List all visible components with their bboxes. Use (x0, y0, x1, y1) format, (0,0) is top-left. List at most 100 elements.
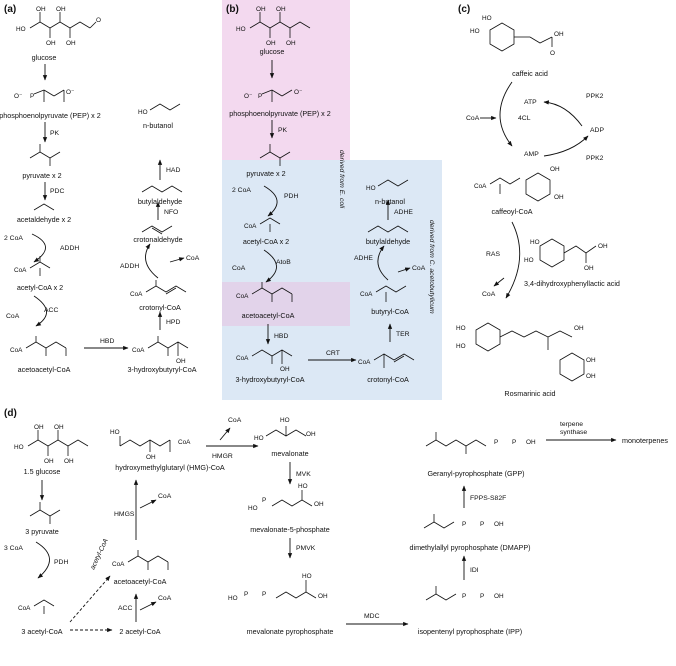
svg-text:P: P (258, 93, 262, 100)
b-butyryl-coa-label: butyryl-CoA (371, 307, 409, 316)
d-acetyl-coa2-label: 2 acetyl-CoA (119, 627, 160, 636)
crotonyl-coa-structure-a: CoA (130, 280, 187, 298)
dhpla-structure: HO HO OH OH (524, 238, 608, 272)
c-ppk2a-enzyme: PPK2 (586, 93, 604, 100)
n-butanol-structure-b: HO (366, 179, 409, 192)
b-crotonyl-coa-label: crotonyl-CoA (367, 375, 409, 384)
b-acetoacetyl-coa-label: acetoacetyl-CoA (242, 311, 295, 320)
svg-text:HO: HO (236, 26, 246, 33)
caffeic-acid-structure: HO HO OH O (470, 15, 564, 57)
d-dmapp-label: dimethylallyl pyrophosphate (DMAPP) (409, 543, 530, 552)
panel-label-a: (a) (4, 4, 16, 15)
c-caffeoyl-coa-label: caffeoyl-CoA (491, 207, 532, 216)
b-ter-enzyme: TER (396, 331, 410, 338)
svg-text:OH: OH (550, 166, 560, 173)
svg-text:P: P (494, 439, 498, 446)
b-clostridium-region-label: derived from C. acetobutylicum (428, 220, 435, 314)
dmapp-structure: P P OH (423, 514, 504, 529)
c-atp-cofactor: ATP (524, 99, 537, 106)
svg-text:CoA: CoA (178, 439, 191, 446)
d-terpene2-enzyme: synthase (560, 429, 587, 436)
a-acetyl-coa-label: acetyl-CoA x 2 (17, 283, 63, 292)
svg-text:OH: OH (306, 431, 316, 438)
svg-text:P: P (244, 591, 248, 598)
a-addh1-enzyme: ADDH (60, 245, 79, 252)
svg-text:HO: HO (248, 505, 258, 512)
pep-structure-b: O⁻ P O⁻ (244, 89, 302, 102)
a-hpd-enzyme: HPD (166, 319, 180, 326)
svg-text:HO: HO (456, 343, 466, 350)
a-had-enzyme: HAD (166, 167, 180, 174)
svg-text:CoA: CoA (360, 291, 373, 298)
pyruvate-structure-b (259, 144, 291, 166)
svg-text:OH: OH (256, 6, 266, 13)
acetyl-coa-structure-a: CoA (14, 256, 51, 276)
svg-text:HO: HO (298, 483, 308, 490)
butyryl-coa-structure-b: CoA (360, 285, 407, 302)
svg-text:HO: HO (524, 257, 534, 264)
glucose-structure-b: HO OH OH OH OH (236, 6, 311, 47)
svg-text:HO: HO (228, 595, 238, 602)
svg-text:OH: OH (586, 373, 596, 380)
overlap-region (222, 282, 350, 326)
b-coa-out: CoA (232, 265, 246, 272)
d-mvk-enzyme: MVK (296, 471, 311, 478)
svg-text:HO: HO (254, 435, 264, 442)
a-butylaldehyde-label: butylaldehyde (138, 197, 182, 206)
a-hydroxybutyryl-coa-label: 3-hydroxybutyryl-CoA (127, 365, 196, 374)
c-4cl-enzyme: 4CL (518, 115, 531, 122)
svg-text:P: P (462, 521, 466, 528)
c-ras-enzyme: RAS (486, 251, 500, 258)
pyruvate-structure-a (29, 144, 61, 166)
a-pdc-enzyme: PDC (50, 188, 64, 195)
svg-text:OH: OH (46, 40, 56, 47)
svg-text:OH: OH (586, 357, 596, 364)
svg-text:CoA: CoA (112, 561, 125, 568)
svg-text:CoA: CoA (358, 359, 371, 366)
d-mevalonate-label: mevalonate (271, 449, 308, 458)
butylaldehyde-structure-a (141, 185, 183, 193)
d-fpps-enzyme: FPPS-S82F (470, 495, 506, 502)
a-nfo-enzyme: NFO (164, 209, 178, 216)
glucose-structure-d: HO OH OH OH OH (14, 424, 89, 465)
d-monoterpenes-label: monoterpenes (622, 436, 668, 445)
svg-text:OH: OH (56, 6, 66, 13)
svg-text:CoA: CoA (236, 293, 249, 300)
svg-text:CoA: CoA (130, 291, 143, 298)
svg-text:OH: OH (526, 439, 536, 446)
b-pyruvate-label: pyruvate x 2 (246, 169, 285, 178)
a-pyruvate-label: pyruvate x 2 (22, 171, 61, 180)
d-hmgs-enzyme: HMGS (114, 511, 135, 518)
crotonyl-coa-structure-b: CoA (358, 353, 415, 368)
d-gpp-label: Geranyl-pyrophosphate (GPP) (427, 469, 524, 478)
b-hydroxybutyryl-coa-label: 3-hydroxybutyryl-CoA (235, 375, 304, 384)
svg-text:O: O (96, 17, 101, 24)
svg-text:CoA: CoA (18, 605, 31, 612)
svg-text:O⁻: O⁻ (244, 93, 252, 100)
b-pk-enzyme: PK (278, 127, 288, 134)
a-n-butanol-label: n-butanol (143, 121, 173, 130)
a-coa-out: CoA (6, 313, 20, 320)
a-acetoacetyl-coa-label: acetoacetyl-CoA (18, 365, 71, 374)
svg-text:OH: OH (494, 521, 504, 528)
svg-text:CoA: CoA (10, 347, 23, 354)
b-pdh-enzyme: PDH (284, 193, 298, 200)
svg-text:P: P (480, 521, 484, 528)
panel-label-d: (d) (4, 408, 17, 419)
d-hmg-coa-label: hydroxymethylglutaryl (HMG)-CoA (115, 463, 225, 472)
b-acetyl-coa-label: acetyl-CoA x 2 (243, 237, 289, 246)
a-pk-enzyme: PK (50, 130, 60, 137)
svg-text:CoA: CoA (236, 355, 249, 362)
svg-text:OH: OH (66, 40, 76, 47)
d-ipp-label: isopentenyl pyrophosphate (IPP) (418, 627, 522, 636)
c-amp-cofactor: AMP (524, 151, 539, 158)
svg-text:OH: OH (598, 243, 608, 250)
svg-text:HO: HO (482, 15, 492, 22)
c-dhpla-label: 3,4-dihydroxyphenyllactic acid (524, 279, 620, 288)
svg-text:P: P (30, 93, 34, 100)
svg-text:O⁻: O⁻ (294, 89, 302, 96)
svg-text:P: P (462, 593, 466, 600)
a-pep-label: phosphoenolpyruvate (PEP) x 2 (0, 111, 101, 120)
rosmarinic-acid-structure: HO HO OH OH OH (456, 322, 596, 382)
panel-label-b: (b) (226, 4, 239, 15)
